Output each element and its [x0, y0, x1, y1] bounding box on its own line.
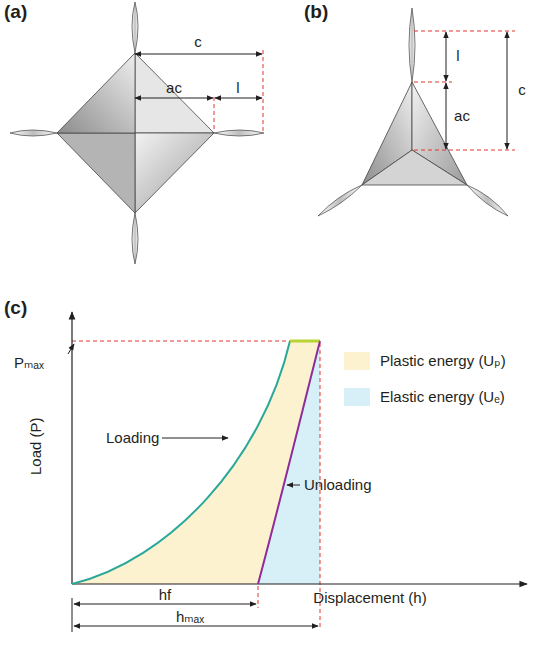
panel-label: (c) [4, 298, 27, 319]
dimension-label: c [518, 82, 526, 99]
dimension-label: ac [454, 108, 470, 125]
curve-label: Loading [106, 430, 159, 447]
legend-text: Plastic energy (Uₚ) [380, 353, 506, 370]
dimension-label: l [236, 80, 239, 97]
dimension-label: c [194, 34, 202, 51]
dimension-label: hₘₐₓ [176, 609, 204, 626]
axis-value-label: Pₘₐₓ [14, 355, 44, 372]
dimension-label: ac [166, 80, 182, 97]
curve-label: Unloading [304, 477, 372, 494]
legend-text: Elastic energy (Uₑ) [380, 389, 505, 406]
dimension-label: hf [159, 587, 172, 604]
dimension-label: l [456, 48, 459, 65]
legend-swatch [344, 352, 370, 370]
panel-label: (b) [304, 2, 328, 23]
legend-swatch [344, 388, 370, 406]
panel-label: (a) [4, 2, 27, 23]
axis-title: Load (P) [28, 417, 45, 475]
axis-title: Displacement (h) [313, 590, 426, 607]
